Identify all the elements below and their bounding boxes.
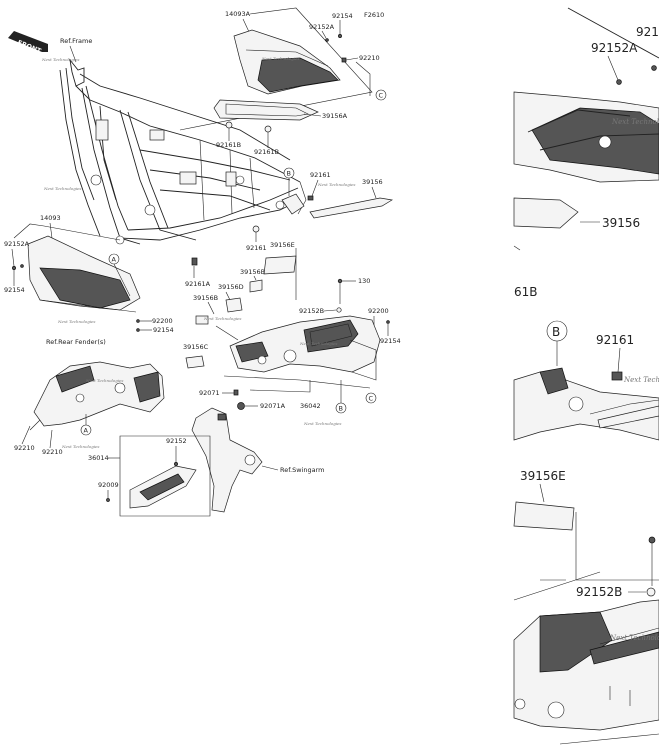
watermark-2: Next Technologies	[41, 57, 79, 62]
zoom-bottom-part-39156e: 39156E	[520, 469, 566, 483]
part-92071a: 92071A	[260, 402, 286, 410]
watermark-3: Next Technologies	[261, 56, 299, 61]
zoom-mid-marker-b: B	[552, 325, 560, 339]
part-92161a: 92161A	[185, 280, 211, 288]
zoom-bottom-part-92152b: 92152B	[576, 585, 622, 599]
part-39156c: 39156C	[183, 343, 209, 351]
watermark-5: Next Technologies	[57, 319, 95, 324]
part-92161-mid: 92161	[246, 244, 267, 252]
part-92152a-top: 92152A	[309, 23, 335, 31]
zoom-panel-top: 921 92152A Next Technologies 39156	[513, 7, 659, 251]
part-92152: 92152	[166, 437, 187, 445]
watermark-9: Next Technologies	[61, 444, 99, 449]
part-92161b-1: 92161B	[216, 141, 241, 149]
part-92154-left: 92154	[4, 286, 25, 294]
watermark-4: Next Technologies	[317, 182, 355, 187]
part-92152b: 92152B	[299, 307, 324, 315]
marker-a-mid: A	[112, 256, 117, 264]
part-14093: 14093	[40, 214, 61, 222]
marker-c-bottom: C	[369, 395, 374, 403]
ref-swingarm-label: Ref.Swingarm	[280, 466, 324, 474]
part-92210-top: 92210	[359, 54, 380, 62]
watermark-6: Next Technologies	[203, 316, 241, 321]
part-39156b-1: 39156B	[240, 268, 265, 276]
part-92200-right: 92200	[368, 307, 389, 315]
part-36042: 36042	[300, 402, 321, 410]
marker-a-bottom: A	[84, 427, 89, 435]
part-92009: 92009	[98, 481, 119, 489]
part-39156e: 39156E	[270, 241, 295, 249]
zoom-top-part-921: 921	[636, 25, 659, 39]
ref-rear-fender-label: Ref.Rear Fender(s)	[46, 338, 106, 346]
marker-b-bottom: B	[339, 405, 343, 413]
watermark-10: Next Technologies	[303, 421, 341, 426]
front-arrow-icon: FRONT	[8, 31, 48, 55]
part-92161b-2: 92161B	[254, 148, 279, 156]
part-39156a: 39156A	[322, 112, 348, 120]
part-92152a-left: 92152A	[4, 240, 30, 248]
marker-c-top: C	[379, 92, 384, 100]
zoom-top-part-39156: 39156	[602, 216, 640, 230]
diagram-code: F2610	[364, 11, 384, 19]
part-92161-top: 92161	[310, 171, 331, 179]
part-92200-left: 92200	[152, 317, 173, 325]
part-130: 130	[358, 277, 370, 285]
part-39156d: 39156D	[218, 283, 244, 291]
part-92154-left2: 92154	[153, 326, 174, 334]
part-92154-right: 92154	[380, 337, 401, 345]
watermark-1: Next Technologies	[43, 186, 81, 191]
frame-drawing	[59, 58, 307, 245]
zoom-panel-mid: B 92161 Next Technologies	[513, 320, 659, 441]
zoom-mid-part-92161: 92161	[596, 333, 634, 347]
part-92210-l2: 92210	[42, 448, 63, 456]
watermark-8: Next Technologies	[85, 378, 123, 383]
zoom-top-part-92152a: 92152A	[591, 41, 638, 55]
part-92210-l1: 92210	[14, 444, 35, 452]
part-39156b-2: 39156B	[193, 294, 218, 302]
part-92154-top: 92154	[332, 12, 353, 20]
zoom-panel-bottom: 39156E 92152B Next Technologies	[513, 469, 659, 745]
ref-frame-label: Ref.Frame	[60, 37, 92, 45]
part-92071: 92071	[199, 389, 220, 397]
zoom-mid-watermark: Next Technologies	[623, 376, 659, 384]
zoom-mid-left-label: 61B	[514, 285, 538, 299]
part-14093a: 14093A	[225, 10, 251, 18]
zoom-top-watermark: Next Technologies	[611, 118, 659, 126]
watermark-7: Next Technologies	[299, 341, 337, 346]
part-39156: 39156	[362, 178, 383, 186]
marker-b-top: B	[287, 170, 291, 178]
zoom-bottom-watermark: Next Technologies	[609, 634, 659, 642]
part-36014: 36014	[88, 454, 109, 462]
